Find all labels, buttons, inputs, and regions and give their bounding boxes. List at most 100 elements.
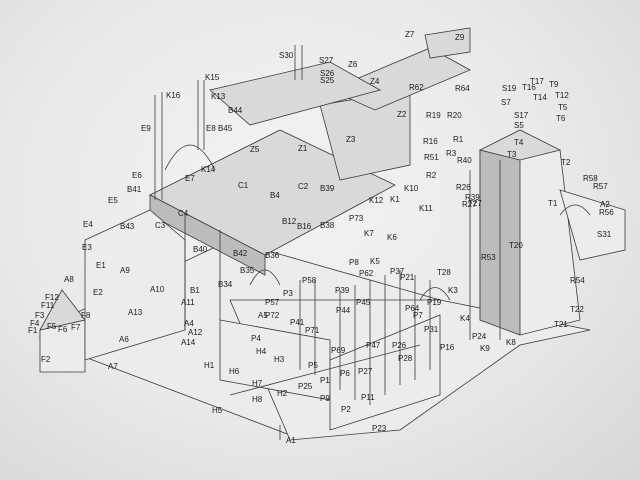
label-B35: B35 (240, 266, 255, 275)
label-Z4: Z4 (370, 77, 380, 86)
label-E1: E1 (96, 261, 106, 270)
label-B42: B42 (233, 249, 248, 258)
label-T16: T16 (522, 83, 536, 92)
label-F6: F6 (58, 325, 68, 334)
label-P24: P24 (472, 332, 487, 341)
label-R54: R54 (570, 276, 585, 285)
label-P11: P11 (361, 393, 375, 402)
label-K14: K14 (201, 165, 216, 174)
label-P5: P5 (308, 361, 318, 370)
label-H6: H6 (229, 367, 240, 376)
label-H4: H4 (256, 347, 267, 356)
label-A9: A9 (120, 266, 130, 275)
label-A12: A12 (188, 328, 203, 337)
label-R57: R57 (593, 182, 608, 191)
label-T27: T27 (468, 199, 482, 208)
label-P16: P16 (440, 343, 455, 352)
label-R39: R39 (465, 193, 480, 202)
label-P3: P3 (283, 289, 293, 298)
label-P64: P64 (405, 304, 420, 313)
label-P37: P37 (390, 267, 405, 276)
label-K9: K9 (480, 344, 490, 353)
label-P72: P72 (265, 311, 280, 320)
label-F3: F3 (35, 311, 45, 320)
label-P73: P73 (349, 214, 364, 223)
label-A10: A10 (150, 285, 165, 294)
label-H2: H2 (277, 389, 288, 398)
label-P27: P27 (358, 367, 373, 376)
label-R3: R3 (446, 149, 457, 158)
label-B43: B43 (120, 222, 135, 231)
label-T14: T14 (533, 93, 547, 102)
label-R58: R58 (583, 174, 598, 183)
label-K10: K10 (404, 184, 419, 193)
label-R16: R16 (423, 137, 438, 146)
label-T9: T9 (549, 80, 559, 89)
building-detail-lines (154, 45, 591, 440)
label-S7: S7 (501, 98, 511, 107)
label-P57: P57 (265, 298, 280, 307)
label-Z5: Z5 (250, 145, 260, 154)
label-T6: T6 (556, 114, 566, 123)
label-S26: S26 (320, 69, 335, 78)
label-T3: T3 (507, 150, 517, 159)
label-R2: R2 (426, 171, 437, 180)
label-E2: E2 (93, 288, 103, 297)
label-S30: S30 (279, 51, 294, 60)
label-H7: H7 (252, 379, 263, 388)
label-E4: E4 (83, 220, 93, 229)
label-F1: F1 (28, 326, 38, 335)
label-S25: S25 (320, 76, 335, 85)
label-B39: B39 (320, 184, 335, 193)
label-T20: T20 (509, 241, 523, 250)
label-K11: K11 (419, 204, 433, 213)
label-P44: P44 (336, 306, 351, 315)
label-P25: P25 (298, 382, 313, 391)
label-T4: T4 (514, 138, 524, 147)
label-T28: T28 (437, 268, 451, 277)
label-K1: K1 (390, 195, 400, 204)
label-K16: K16 (166, 91, 181, 100)
label-H3: H3 (274, 355, 285, 364)
label-T12: T12 (555, 91, 569, 100)
label-P71: P71 (305, 326, 320, 335)
label-S17: S17 (514, 111, 529, 120)
label-E3: E3 (82, 243, 92, 252)
label-P28: P28 (398, 354, 413, 363)
label-S31: S31 (597, 230, 612, 239)
label-P19: P19 (427, 298, 442, 307)
label-F7: F7 (71, 323, 81, 332)
label-B40: B40 (193, 245, 208, 254)
label-P45: P45 (356, 298, 371, 307)
label-K5: K5 (370, 257, 380, 266)
label-P8: P8 (349, 258, 359, 267)
label-T1: T1 (548, 199, 558, 208)
label-R20: R20 (447, 111, 462, 120)
label-B12: B12 (282, 217, 297, 226)
label-R64: R64 (455, 84, 470, 93)
label-B45: B45 (218, 124, 233, 133)
label-E8: E8 (206, 124, 216, 133)
label-P41: P41 (290, 318, 305, 327)
label-P9: P9 (320, 394, 330, 403)
label-A11: A11 (181, 298, 195, 307)
label-T22: T22 (570, 305, 584, 314)
label-B44: B44 (228, 106, 243, 115)
label-B4: B4 (270, 191, 280, 200)
label-K15: K15 (205, 73, 220, 82)
label-P58: P58 (302, 276, 317, 285)
label-E5: E5 (108, 196, 118, 205)
label-T2: T2 (561, 158, 571, 167)
label-A2: A2 (600, 200, 610, 209)
label-P69: P69 (331, 346, 346, 355)
label-E7: E7 (185, 174, 195, 183)
label-T21: T21 (554, 320, 568, 329)
label-B34: B34 (218, 280, 233, 289)
label-F4: F4 (30, 319, 40, 328)
label-S5: S5 (514, 121, 524, 130)
label-B16: B16 (297, 222, 312, 231)
label-P2: P2 (341, 405, 351, 414)
label-K8: K8 (506, 338, 516, 347)
